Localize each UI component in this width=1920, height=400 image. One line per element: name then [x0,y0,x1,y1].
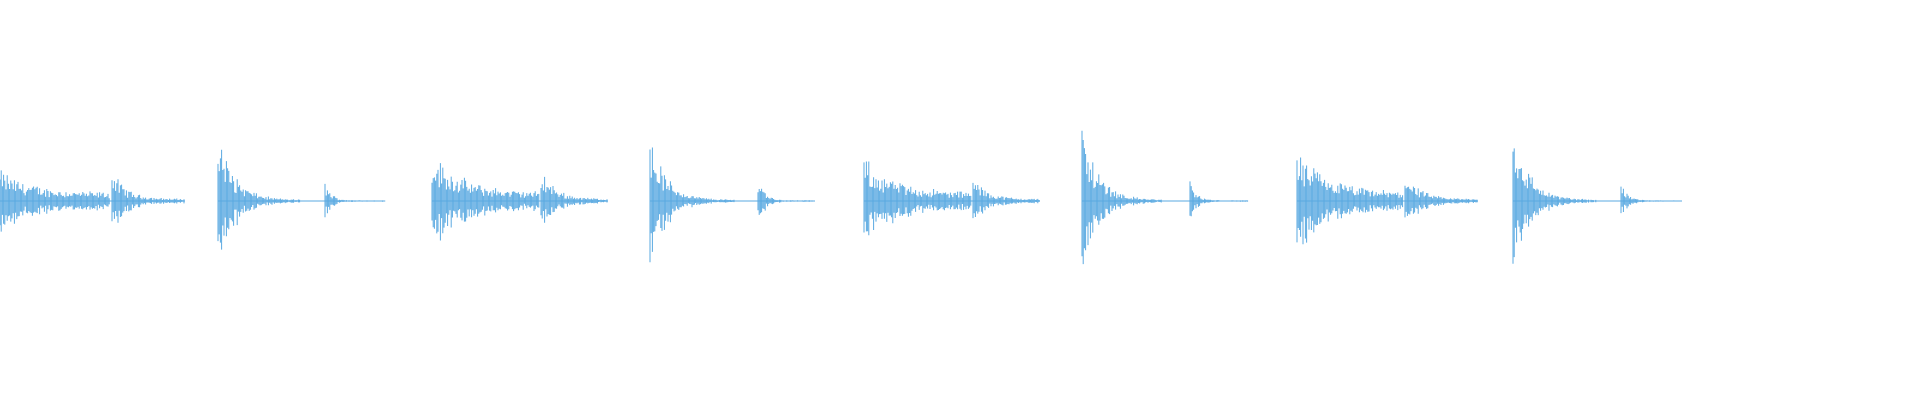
waveform-segment [1081,130,1249,265]
waveform-segment [217,149,386,250]
waveform-clip-snare [1296,157,1478,245]
waveform-clip-kick [1512,148,1682,264]
waveform-clip-kick [1081,130,1249,265]
waveform-clip-kick [649,147,815,263]
waveform-clip-snare [863,161,1040,236]
waveform-clip-kick [217,149,386,250]
waveform-segment [431,163,608,241]
waveform-clips [0,130,1682,265]
waveform-clip-snare [0,170,185,232]
waveform-segment [863,161,1040,236]
waveform-clip-snare [431,163,608,241]
waveform-segment [1512,148,1682,264]
waveform-segment [649,147,815,263]
